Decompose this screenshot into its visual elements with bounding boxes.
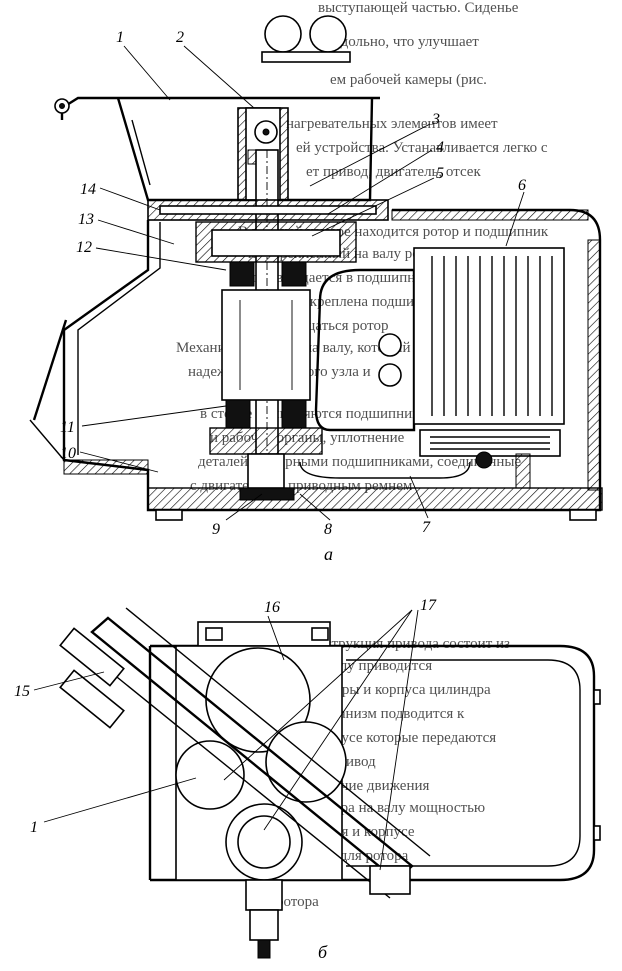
motor-mount <box>369 865 411 895</box>
lid-handle <box>54 96 380 120</box>
bg-line: ротора <box>276 894 319 910</box>
label-9: 9 <box>212 521 220 538</box>
bg-line: выступающей частью. Сиденье <box>318 0 519 16</box>
label-3: 3 <box>431 111 440 128</box>
label-2: 2 <box>176 29 184 46</box>
bg-line: ей устройства. Устанавливается легко с <box>296 140 548 156</box>
leader-lines-b <box>33 609 419 871</box>
view-b: 16 17 15 1 б <box>14 597 601 962</box>
label-16: 16 <box>264 599 280 616</box>
output-nozzle <box>245 879 283 959</box>
electric-motor <box>314 247 565 432</box>
bg-line: нагревательных элементов имеет <box>286 116 498 132</box>
label-1: 1 <box>116 29 124 46</box>
feet <box>155 487 597 521</box>
label-13: 13 <box>78 211 94 228</box>
label-17: 17 <box>420 597 437 614</box>
bg-line: Конструкция привода состоит из <box>300 636 510 652</box>
rollers-plan <box>175 647 347 881</box>
top-rollers <box>261 15 351 63</box>
diagonal-chute <box>59 607 431 899</box>
view-a: 1 2 3 4 5 6 14 13 12 11 10 9 8 7 а <box>29 15 603 564</box>
label-6: 6 <box>518 177 526 194</box>
bg-line: ем рабочей камеры (рис. <box>330 72 487 88</box>
subfigure-caption-a: а <box>324 544 333 564</box>
label-1: 1 <box>30 819 38 836</box>
bg-line: корпусе которые передаются <box>312 730 496 746</box>
housing-plan <box>150 644 601 882</box>
label-5: 5 <box>436 165 444 182</box>
part-numbers-b: 16 17 15 1 б <box>14 597 437 962</box>
leader-lines-a <box>79 45 525 521</box>
label-4: 4 <box>436 139 444 156</box>
mounting-bracket <box>197 621 331 647</box>
label-8: 8 <box>324 521 332 538</box>
label-10: 10 <box>60 445 76 462</box>
bg-line: Механизм подводится к <box>312 706 465 722</box>
label-15: 15 <box>14 683 30 700</box>
bg-line: камеры и корпуса цилиндра <box>312 682 491 698</box>
bg-line: продольно, что улучшает <box>318 34 479 50</box>
belt-pulley <box>299 429 561 489</box>
part-numbers-a: 1 2 3 4 5 6 14 13 12 11 10 9 8 7 а <box>60 29 526 564</box>
bg-line: ротора на валу мощностью <box>312 800 485 816</box>
subfigure-caption-b: б <box>318 942 328 962</box>
discharge-chute <box>29 319 68 461</box>
label-14: 14 <box>80 181 96 198</box>
bg-line: ет привод, двигатель, отсек <box>306 164 481 180</box>
label-7: 7 <box>422 519 431 536</box>
label-11: 11 <box>60 419 75 436</box>
working-chamber <box>195 221 357 287</box>
label-12: 12 <box>76 239 92 256</box>
